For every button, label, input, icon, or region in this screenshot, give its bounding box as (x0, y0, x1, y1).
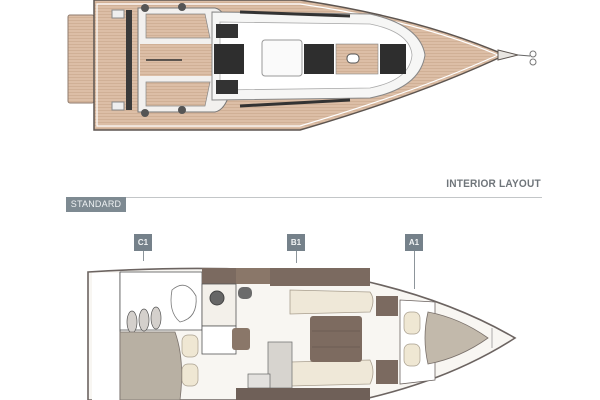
layout-variant-tag: STANDARD (66, 197, 126, 212)
cabin-leader-c1 (143, 251, 144, 261)
cabin-leader-b1 (296, 251, 297, 263)
cabin-label-a1: A1 (405, 234, 423, 251)
section-title: INTERIOR LAYOUT (446, 178, 541, 190)
cabin-leader-a1 (414, 251, 415, 289)
cabin-label-b1: B1 (287, 234, 305, 251)
deck-plan-drawing (67, 0, 537, 131)
cabin-label-c1: C1 (134, 234, 152, 251)
section-divider (66, 197, 542, 198)
